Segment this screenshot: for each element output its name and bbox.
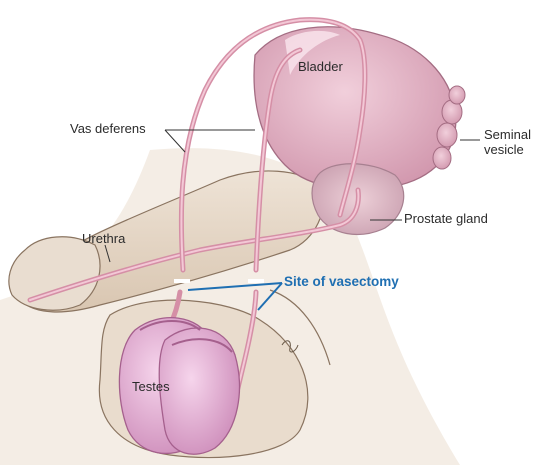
glans xyxy=(9,237,100,310)
label-seminal-vesicle: Seminal vesicle xyxy=(484,128,531,158)
label-prostate-gland: Prostate gland xyxy=(404,212,488,226)
label-site-of-vasectomy: Site of vasectomy xyxy=(284,275,399,290)
label-testes: Testes xyxy=(132,380,170,394)
label-seminal-vesicle-line2: vesicle xyxy=(484,143,531,158)
label-bladder: Bladder xyxy=(298,60,343,74)
label-vas-deferens: Vas deferens xyxy=(70,122,146,136)
label-seminal-vesicle-line1: Seminal xyxy=(484,128,531,143)
label-urethra: Urethra xyxy=(82,232,125,246)
